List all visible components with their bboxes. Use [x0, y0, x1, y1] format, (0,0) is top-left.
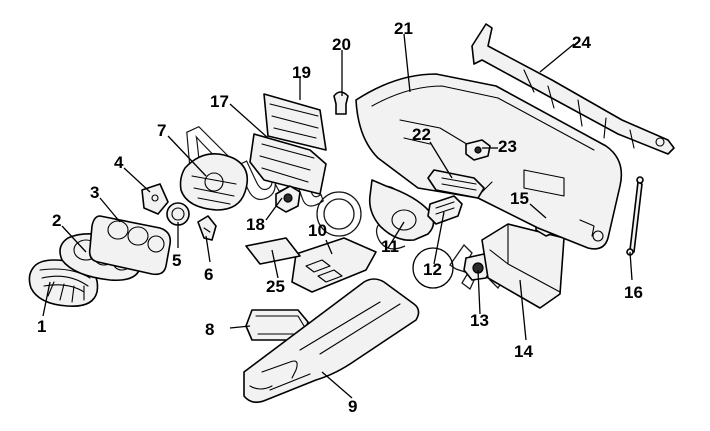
callout-15: 15: [510, 189, 529, 208]
callout-5: 5: [172, 251, 181, 270]
part-9-center-console: [243, 278, 420, 404]
part-3-gauge-face: [88, 215, 172, 276]
callout-20: 20: [332, 35, 351, 54]
leader-lines: [42, 33, 633, 399]
part-4-small-bracket: [141, 183, 169, 215]
callout-8: 8: [205, 320, 214, 339]
part-25-plate: [245, 237, 301, 265]
callout-7: 7: [157, 121, 166, 140]
callout-14: 14: [514, 342, 533, 361]
callout-22: 22: [412, 125, 431, 144]
part-12-switch: [427, 195, 463, 225]
part-17-lower-cover: [249, 133, 327, 195]
part-22-center-unit: [427, 169, 485, 199]
part-16-support-rod: [626, 176, 644, 256]
callout-21: 21: [394, 19, 413, 38]
callout-6: 6: [204, 265, 213, 284]
callout-24: 24: [572, 33, 591, 52]
callout-9: 9: [348, 397, 357, 416]
callout-13: 13: [470, 311, 489, 330]
part-19-upper-panel: [263, 93, 327, 151]
part-5-round-switch: [166, 202, 190, 226]
callout-11: 11: [381, 237, 399, 256]
part-24-cross-member: [471, 23, 675, 155]
part-7-vent-cover: [179, 152, 249, 211]
part-11-trim-panel: [368, 179, 435, 242]
callout-1: 1: [37, 317, 46, 336]
callout-17: 17: [210, 92, 229, 111]
callout-19: 19: [292, 63, 311, 82]
part-6-clip: [197, 215, 217, 241]
part-21-dashboard: [355, 73, 623, 250]
part-14-glove-box: [481, 223, 565, 309]
callout-25: 25: [266, 277, 285, 296]
callout-16: 16: [624, 283, 643, 302]
part-20-clip-fastener: [333, 91, 349, 115]
callout-23: 23: [498, 137, 517, 156]
callout-4: 4: [114, 153, 124, 172]
callout-18: 18: [246, 215, 265, 234]
callout-10: 10: [308, 221, 327, 240]
callout-12-circle: [412, 247, 454, 289]
part-10-console-panel: [291, 237, 377, 293]
callout-12: 12: [423, 260, 442, 279]
callout-labels: 1 2 3 4 5 6 7 8 9 10 11 12 13 14 15 16 1…: [37, 19, 643, 416]
callout-2: 2: [52, 211, 61, 230]
part-23-small-switch: [465, 139, 491, 161]
callout-3: 3: [90, 183, 99, 202]
